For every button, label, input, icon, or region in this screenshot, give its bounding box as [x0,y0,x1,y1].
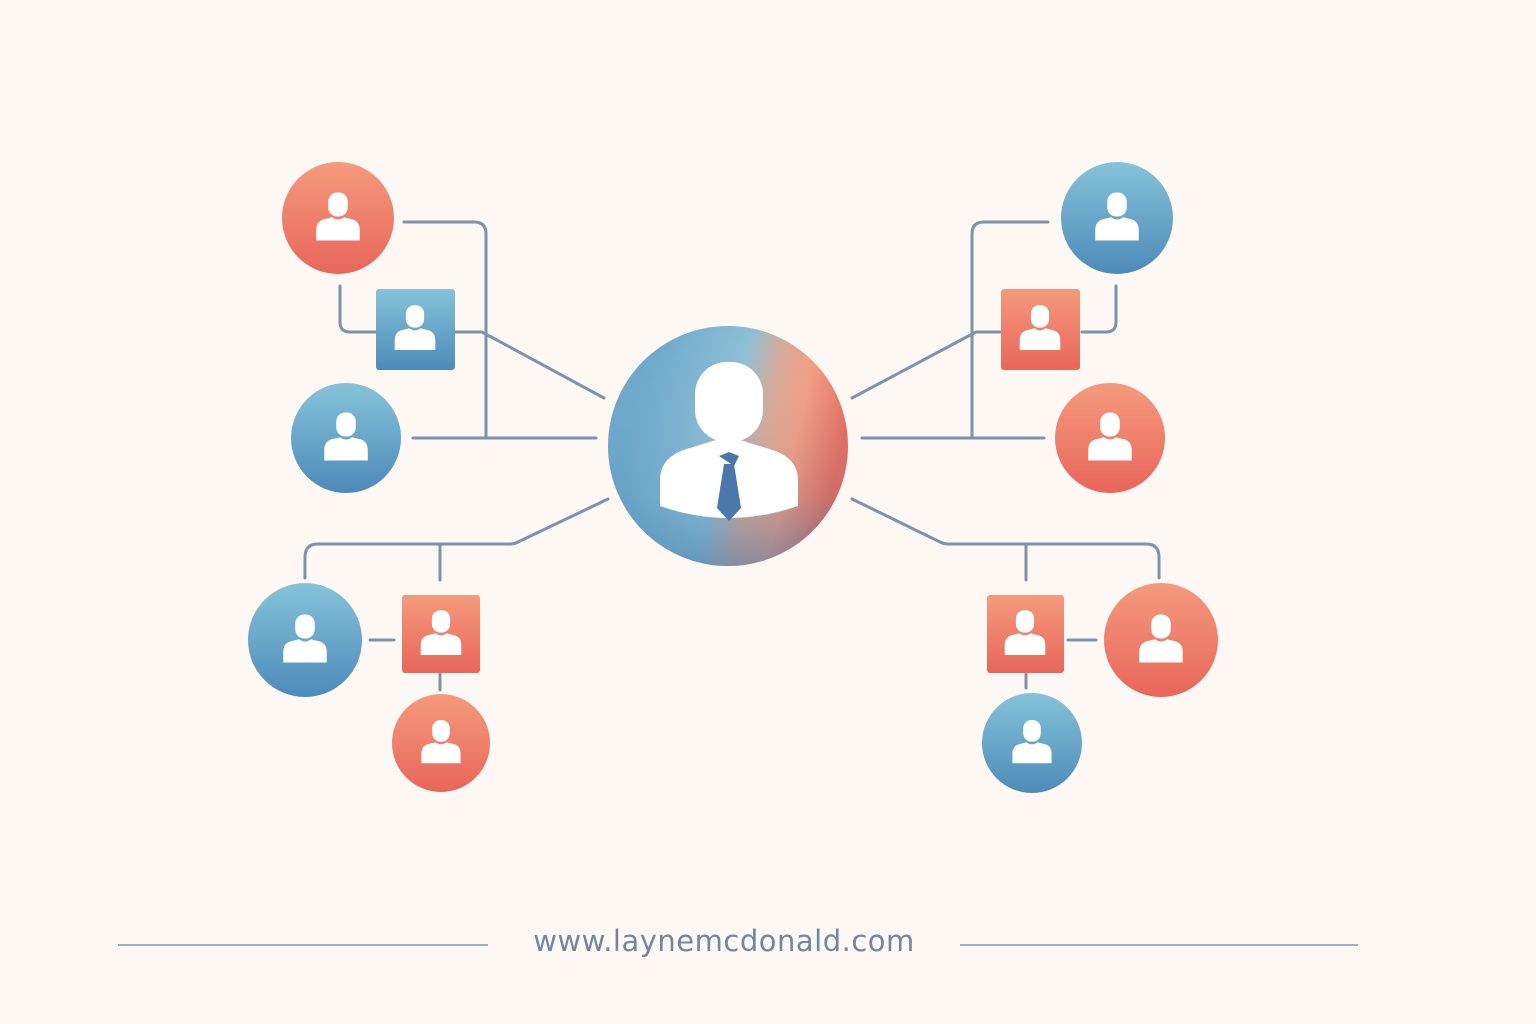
connector-top-left [402,220,488,440]
central-node [608,326,848,566]
mid-left-person [291,383,401,493]
lower-left-person [248,583,362,697]
person-with-tie-icon [660,362,798,521]
connector-lower-right-branch [850,497,1161,580]
top-left-person [282,162,394,274]
lower-left-square-person [402,595,480,673]
connector-lower-left-branch [303,497,610,580]
connector-upper-right-bracket [1080,284,1118,334]
mid-right-person [1055,383,1165,493]
connector-top-right [970,220,1050,440]
connector-lines [303,220,1161,692]
top-right-person [1061,162,1173,274]
footer-url[interactable]: www.laynemcdonald.com [533,924,915,958]
connector-upper-right-to-center [850,330,1002,400]
connector-upper-left-bracket [338,284,378,334]
upper-right-person [1001,289,1080,370]
lower-right-person [1104,583,1218,697]
upper-left-person [376,289,455,370]
bottom-right-person [982,693,1082,793]
bottom-left-person [392,694,490,792]
lower-right-square-person [987,595,1064,673]
connector-upper-left-to-center [453,330,606,400]
